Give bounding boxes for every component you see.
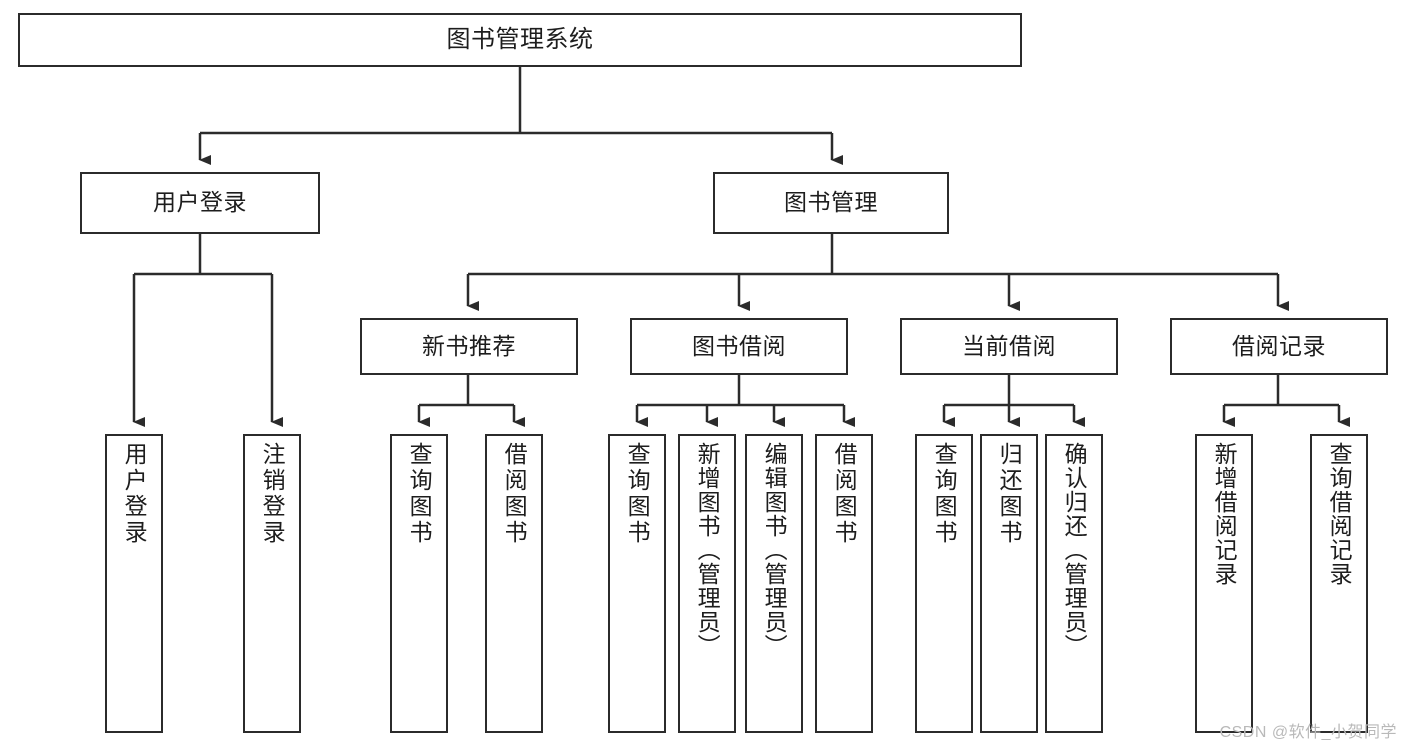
leaf-edit-book-admin[interactable]: 编辑图书（管理员）: [745, 434, 803, 733]
leaf-borrow-book-recommend[interactable]: 借阅图书: [485, 434, 543, 733]
leaf-query-book-borrow[interactable]: 查询图书: [608, 434, 666, 733]
node-book-borrow-label: 图书借阅: [692, 332, 786, 359]
leaf-query-book-current-label: 查询图书: [931, 442, 958, 546]
node-root[interactable]: 图书管理系统: [18, 13, 1022, 67]
leaf-confirm-return-admin-label: 确认归还（管理员）: [1061, 442, 1088, 658]
leaf-add-book-admin[interactable]: 新增图书（管理员）: [678, 434, 736, 733]
node-user-login[interactable]: 用户登录: [80, 172, 320, 234]
leaf-query-book-borrow-label: 查询图书: [624, 442, 651, 546]
leaf-query-book-current[interactable]: 查询图书: [915, 434, 973, 733]
node-new-book-recommend-label: 新书推荐: [422, 332, 516, 359]
leaf-add-book-admin-label: 新增图书（管理员）: [694, 442, 721, 658]
node-book-management[interactable]: 图书管理: [713, 172, 949, 234]
leaf-return-book[interactable]: 归还图书: [980, 434, 1038, 733]
leaf-edit-book-admin-label: 编辑图书（管理员）: [761, 442, 788, 658]
node-borrow-record-label: 借阅记录: [1232, 332, 1326, 359]
node-book-borrow[interactable]: 图书借阅: [630, 318, 848, 375]
node-user-login-label: 用户登录: [153, 189, 247, 216]
leaf-user-logout-label: 注销登录: [259, 442, 286, 546]
csdn-watermark: CSDN @软件_小贺同学: [1219, 724, 1397, 741]
node-borrow-record[interactable]: 借阅记录: [1170, 318, 1388, 375]
leaf-confirm-return-admin[interactable]: 确认归还（管理员）: [1045, 434, 1103, 733]
leaf-user-login-label: 用户登录: [121, 442, 148, 546]
leaf-user-login[interactable]: 用户登录: [105, 434, 163, 733]
node-current-borrow-label: 当前借阅: [962, 332, 1056, 359]
leaf-borrow-book[interactable]: 借阅图书: [815, 434, 873, 733]
leaf-add-borrow-record[interactable]: 新增借阅记录: [1195, 434, 1253, 733]
leaf-borrow-book-label: 借阅图书: [831, 442, 858, 546]
leaf-user-logout[interactable]: 注销登录: [243, 434, 301, 733]
leaf-borrow-book-recommend-label: 借阅图书: [501, 442, 528, 546]
leaf-query-book-recommend-label: 查询图书: [406, 442, 433, 546]
node-book-management-label: 图书管理: [784, 189, 878, 216]
node-root-label: 图书管理系统: [446, 25, 594, 53]
leaf-query-book-recommend[interactable]: 查询图书: [390, 434, 448, 733]
leaf-return-book-label: 归还图书: [996, 442, 1023, 546]
leaf-add-borrow-record-label: 新增借阅记录: [1211, 442, 1238, 586]
leaf-query-borrow-record[interactable]: 查询借阅记录: [1310, 434, 1368, 733]
leaf-query-borrow-record-label: 查询借阅记录: [1326, 442, 1353, 586]
node-new-book-recommend[interactable]: 新书推荐: [360, 318, 578, 375]
node-current-borrow[interactable]: 当前借阅: [900, 318, 1118, 375]
